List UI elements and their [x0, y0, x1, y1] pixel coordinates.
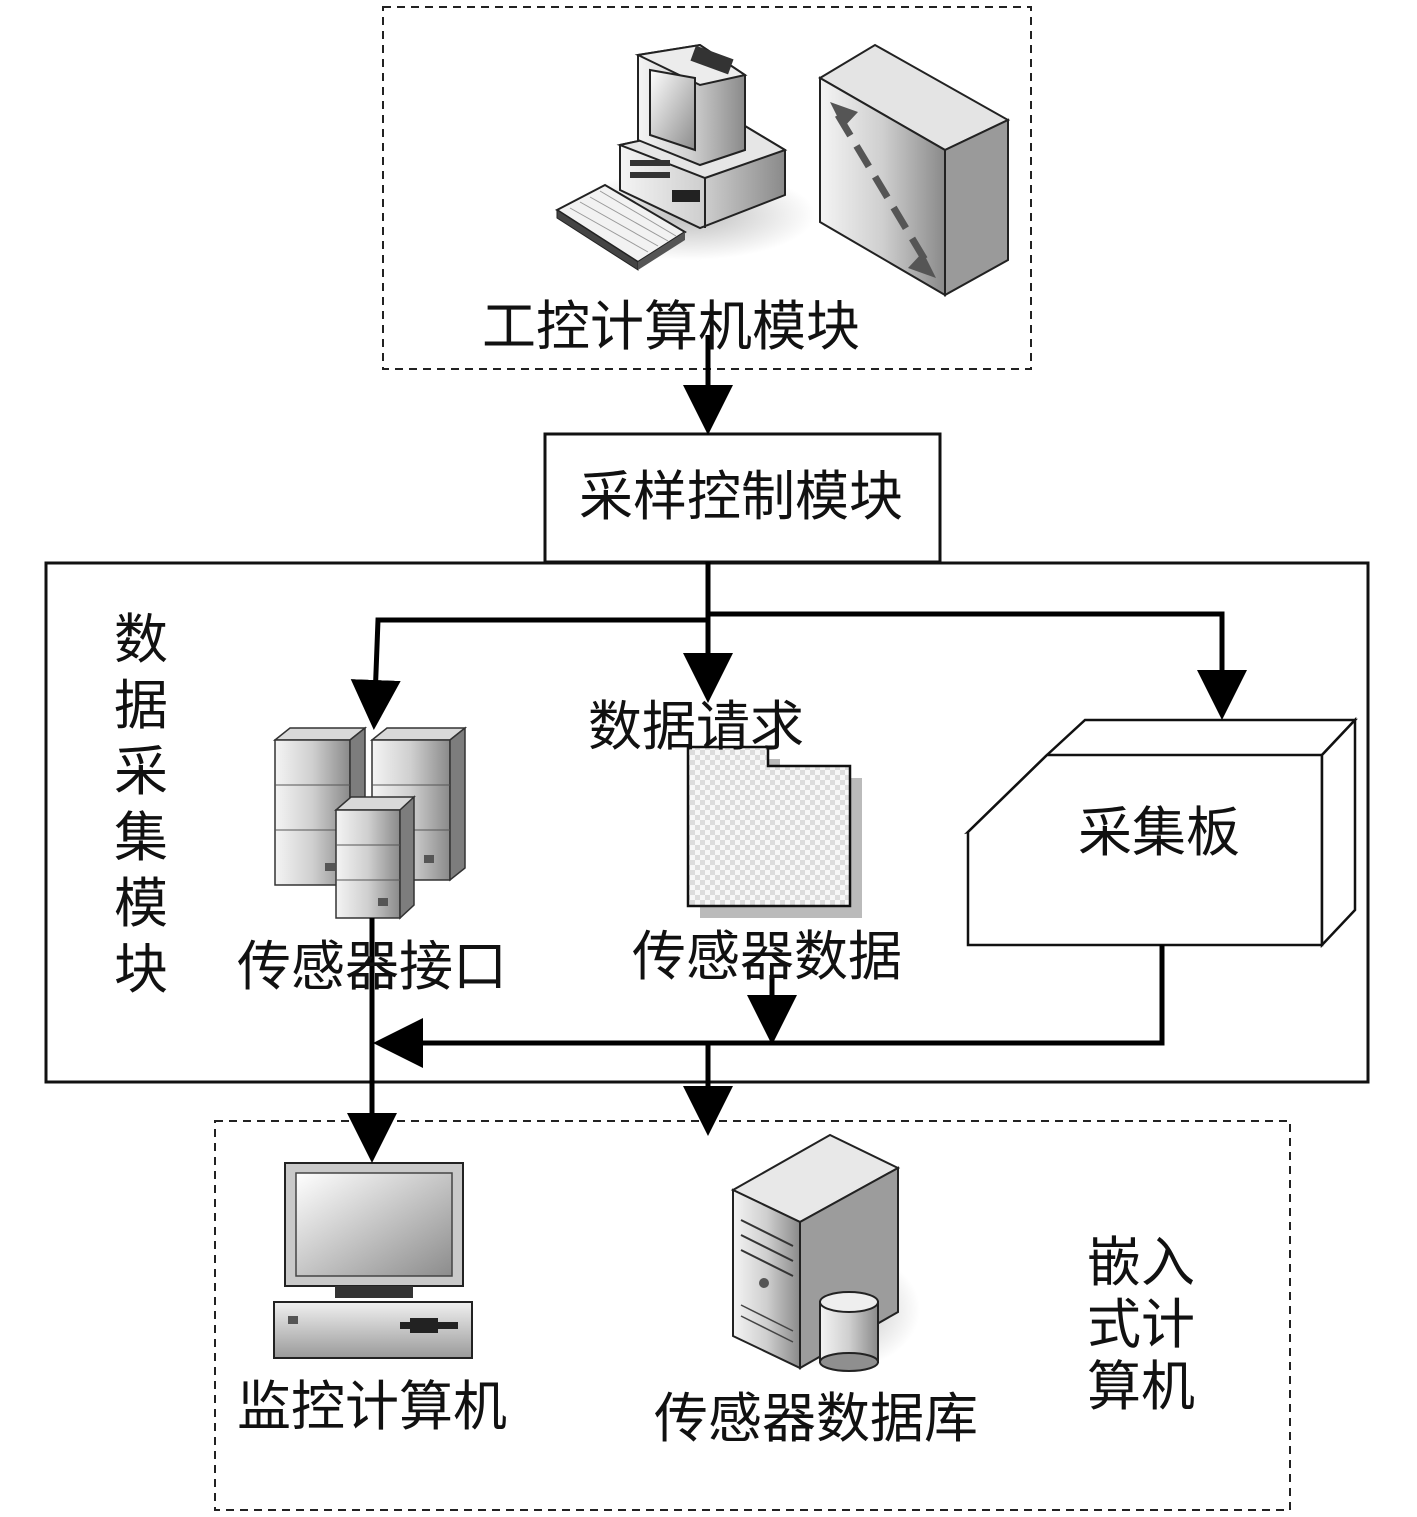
sensor-data-icon: [686, 745, 862, 918]
flow-arrows: [347, 335, 1247, 1163]
sensor-database-icon: [730, 1133, 920, 1372]
embedded-computer-frame: [214, 1120, 1291, 1511]
acquisition-module-label: 数据 采集 模块: [114, 608, 168, 1001]
sensor-database-label: 传感器数据库: [654, 1387, 978, 1450]
embedded-computer-label: 嵌入 式计 算机: [1087, 1231, 1195, 1418]
arrow-to-sensor-interface: [350, 617, 708, 730]
ipc-chassis-icon: [818, 43, 1011, 297]
acq-board-label: 采集板: [1078, 801, 1240, 864]
arrow-board-return: [373, 945, 1165, 1068]
monitor-computer-label: 监控计算机: [237, 1375, 507, 1438]
monitor-computer-icon: [273, 1162, 473, 1359]
sensor-data-label: 传感器数据: [632, 925, 902, 988]
acquisition-board-box: [964, 716, 1358, 949]
sampling-control-label: 采样控制模块: [579, 465, 903, 528]
data-request-label: 数据请求: [588, 695, 804, 758]
sensor-interface-label: 传感器接口: [237, 935, 507, 998]
arrow-to-acq-board: [708, 611, 1247, 720]
sensor-interface-icon: [272, 726, 468, 920]
industrial-pc-icon: [555, 43, 815, 271]
ipc-module-label: 工控计算机模块: [482, 295, 860, 358]
